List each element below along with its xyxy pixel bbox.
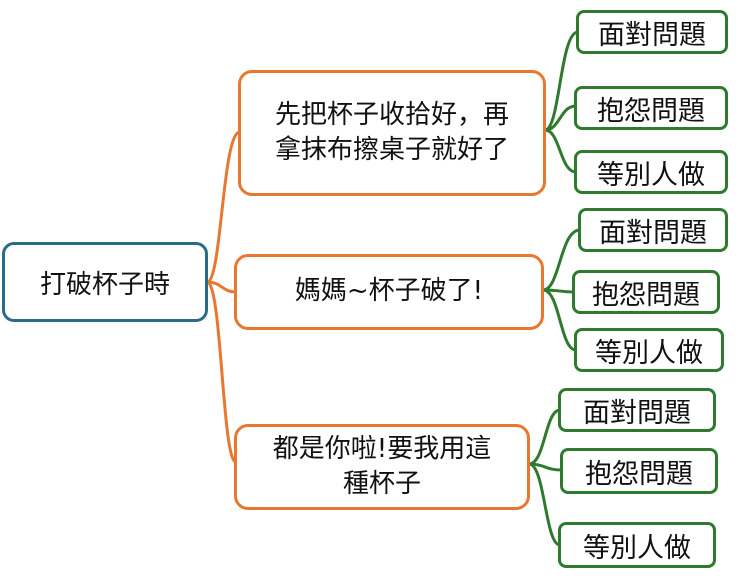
connector-b1-leaf-1 — [544, 30, 579, 132]
connector-root-to-branch-3 — [205, 280, 238, 464]
leaf-b2-1: 面對問題 — [578, 208, 728, 252]
connector-root-to-branch-2 — [206, 280, 237, 294]
leaf-b1-2-label: 抱怨問題 — [597, 95, 705, 127]
root-label: 打破杯子時 — [39, 269, 170, 300]
leaf-b3-3: 等別人做 — [558, 522, 716, 568]
branch-1-line-1: 先把杯子收拾好，再 — [274, 99, 509, 130]
leaf-b2-1-label: 面對問題 — [599, 217, 707, 249]
connector-b3-leaf-3 — [528, 462, 561, 547]
leaf-b3-2-label: 抱怨問題 — [585, 458, 693, 490]
leaf-b2-2: 抱怨問題 — [572, 270, 720, 314]
branch-3-line-1: 都是你啦!要我用這 — [272, 433, 492, 464]
connector-root-to-branch-1 — [206, 130, 241, 284]
branch-node-2: 媽媽~杯子破了! — [234, 254, 544, 330]
leaf-b1-1-label: 面對問題 — [598, 19, 706, 51]
branch-1-line-2: 拿抹布擦桌子就好了 — [274, 135, 509, 165]
leaf-b2-2-label: 抱怨問題 — [592, 279, 700, 311]
leaf-b1-2: 抱怨問題 — [574, 86, 728, 130]
leaf-b3-1: 面對問題 — [558, 388, 716, 432]
leaf-b2-3-label: 等別人做 — [595, 337, 703, 369]
branch-3-line-2: 種杯子 — [342, 469, 421, 499]
connector-b1-leaf-3 — [544, 128, 577, 174]
branch-2-line-1: 媽媽~杯子破了! — [294, 276, 484, 307]
connector-b2-leaf-3 — [542, 288, 577, 352]
connector-b3-leaf-1 — [528, 408, 561, 466]
leaf-b3-1-label: 面對問題 — [583, 397, 691, 429]
root-node: 打破杯子時 — [2, 242, 208, 322]
leaf-b1-3-label: 等別人做 — [597, 159, 705, 191]
branch-node-3: 都是你啦!要我用這 種杯子 — [234, 424, 530, 510]
leaf-b3-2: 抱怨問題 — [560, 448, 718, 494]
connector-b2-leaf-1 — [542, 228, 581, 292]
leaf-b2-3: 等別人做 — [574, 328, 724, 372]
leaf-b1-3: 等別人做 — [574, 150, 728, 194]
leaf-b1-1: 面對問題 — [576, 10, 728, 54]
leaf-b3-3-label: 等別人做 — [583, 532, 691, 564]
branch-node-1: 先把杯子收拾好，再 拿抹布擦桌子就好了 — [238, 70, 546, 196]
